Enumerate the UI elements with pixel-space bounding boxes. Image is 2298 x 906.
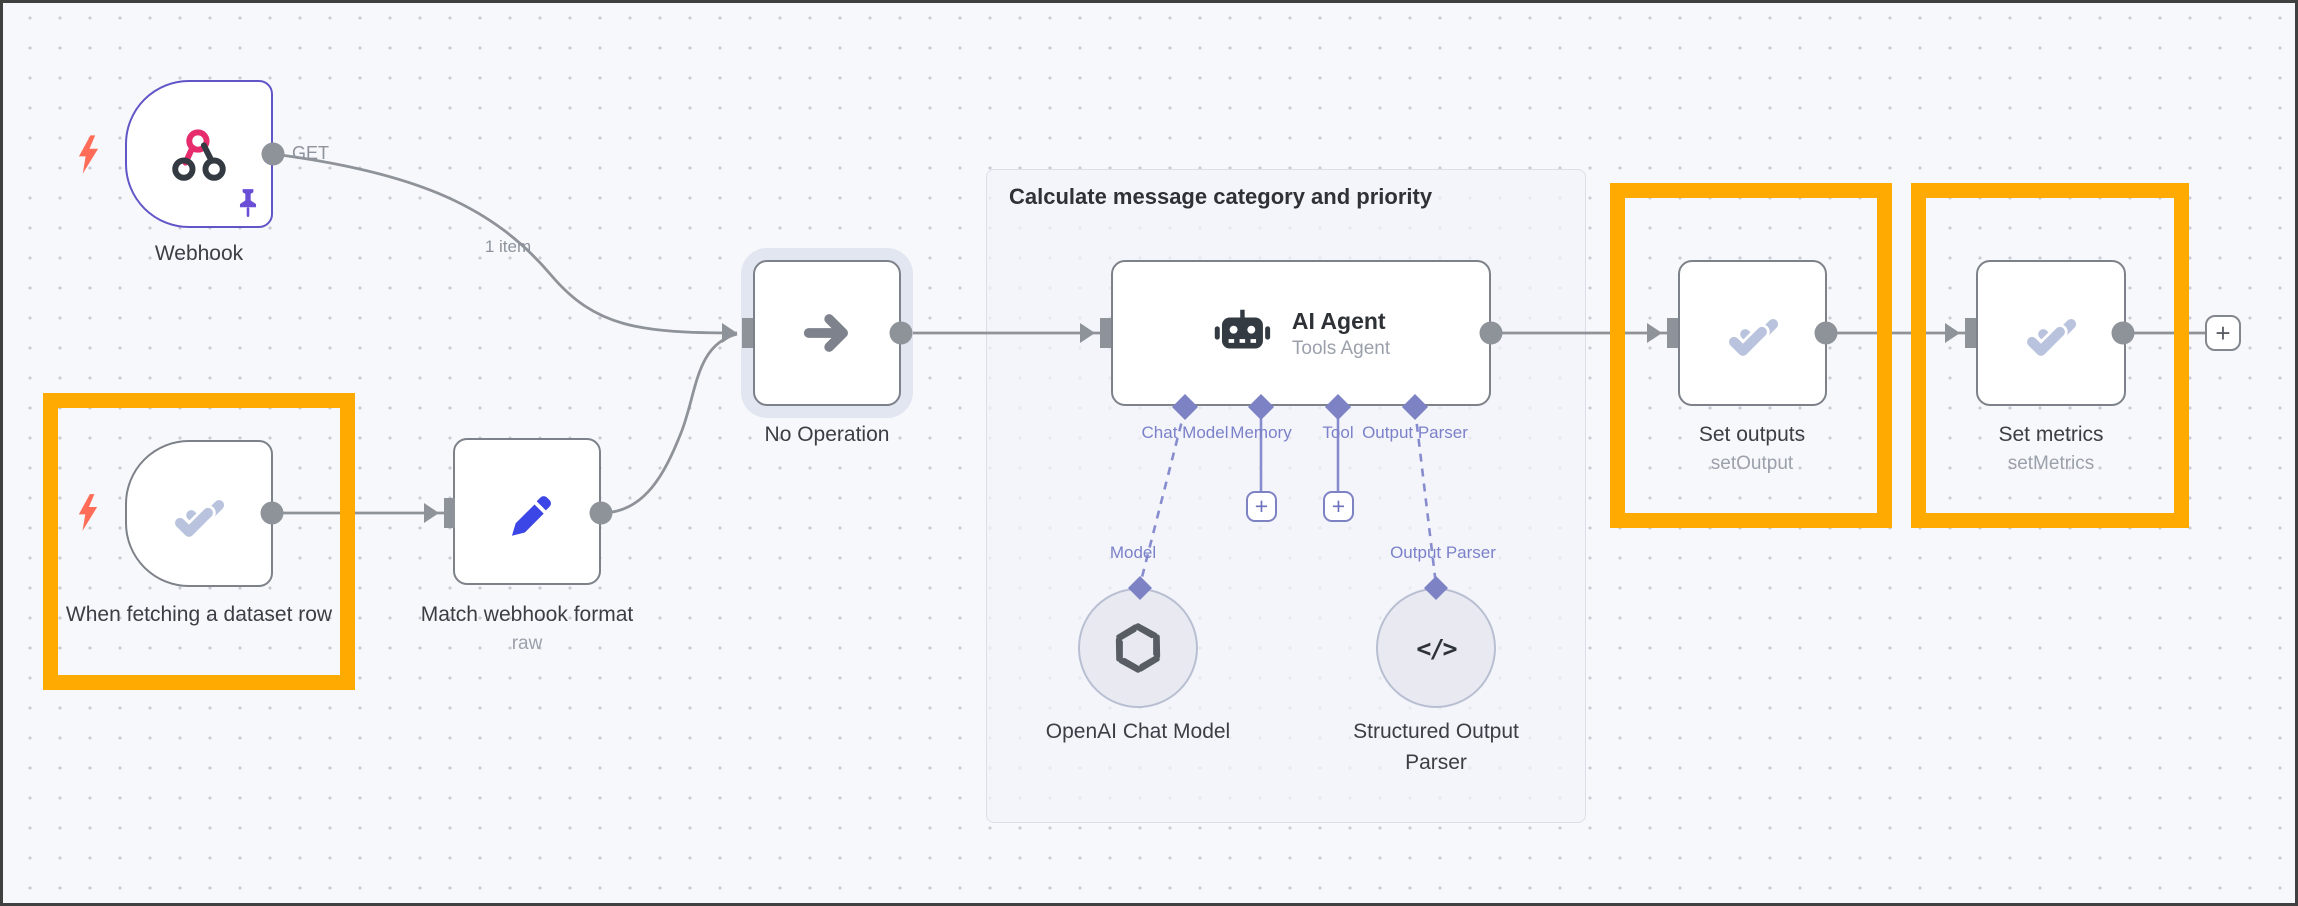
node-ai-agent[interactable]: AI Agent Tools Agent — [1111, 260, 1491, 406]
node-openai-chat-model[interactable] — [1078, 588, 1198, 708]
node-title: Set metrics — [1998, 423, 2104, 446]
node-label-openai: OpenAI Chat Model — [1045, 720, 1231, 743]
highlight-box-set-outputs — [1610, 183, 1892, 528]
webhook-items-label: 1 item — [484, 237, 532, 256]
arrow-right-icon — [803, 314, 848, 352]
highlight-box-dataset-trigger — [43, 393, 355, 690]
add-node-button[interactable]: + — [2205, 315, 2241, 351]
node-subtitle: setOutput — [1710, 453, 1794, 474]
node-set-outputs[interactable] — [1678, 260, 1827, 406]
input-port-noop[interactable] — [722, 318, 753, 348]
node-title: AI Agent — [1291, 307, 1386, 334]
add-tool-button[interactable]: + — [1323, 491, 1354, 522]
openai-port-label: Model — [1109, 543, 1157, 562]
webhook-icon — [172, 129, 226, 181]
code-brackets-icon: </> — [1416, 633, 1457, 663]
group-title: Calculate message category and priority — [1009, 184, 1433, 209]
node-subtitle: raw — [511, 633, 543, 654]
node-label-dataset-trigger: When fetching a dataset row — [65, 603, 333, 626]
node-title: Set outputs — [1698, 423, 1806, 446]
node-no-operation[interactable] — [753, 260, 901, 406]
agent-port-label-chat-model: Chat Model — [1141, 423, 1229, 442]
agent-port-label-tool: Tool — [1322, 423, 1354, 442]
node-structured-output-parser[interactable]: </> — [1376, 588, 1496, 708]
openai-icon — [1115, 623, 1161, 673]
node-label-webhook: Webhook — [154, 242, 244, 265]
node-webhook[interactable] — [125, 80, 273, 228]
pin-icon — [239, 189, 257, 217]
node-label-parser: Structured Output Parser — [1353, 720, 1519, 774]
highlight-box-set-metrics — [1911, 183, 2189, 528]
node-label-set-outputs: Set outputs setOutput — [1652, 419, 1852, 477]
agent-port-label-memory: Memory — [1230, 423, 1292, 442]
node-title: Match webhook format — [420, 603, 634, 626]
node-subtitle: Tools Agent — [1291, 337, 1391, 359]
robot-icon — [1214, 309, 1270, 349]
node-subtitle: setMetrics — [2007, 453, 2095, 474]
node-set-metrics[interactable] — [1976, 260, 2126, 406]
connection-match-to-noop[interactable] — [600, 332, 738, 515]
node-match-webhook-format[interactable] — [453, 438, 601, 585]
trigger-bolt-icon — [77, 134, 100, 175]
node-dataset-trigger[interactable] — [125, 440, 273, 587]
pencil-icon — [511, 495, 551, 536]
input-port-match[interactable] — [424, 498, 455, 528]
node-label-match-format: Match webhook format raw — [407, 599, 647, 657]
node-label-no-operation: No Operation — [764, 423, 890, 446]
webhook-method-label: GET — [292, 143, 330, 163]
node-label-set-metrics: Set metrics setMetrics — [1951, 419, 2151, 477]
parser-port-label: Output Parser — [1390, 543, 1496, 562]
add-memory-button[interactable]: + — [1246, 491, 1277, 522]
agent-port-label-output-parser: Output Parser — [1362, 423, 1468, 442]
